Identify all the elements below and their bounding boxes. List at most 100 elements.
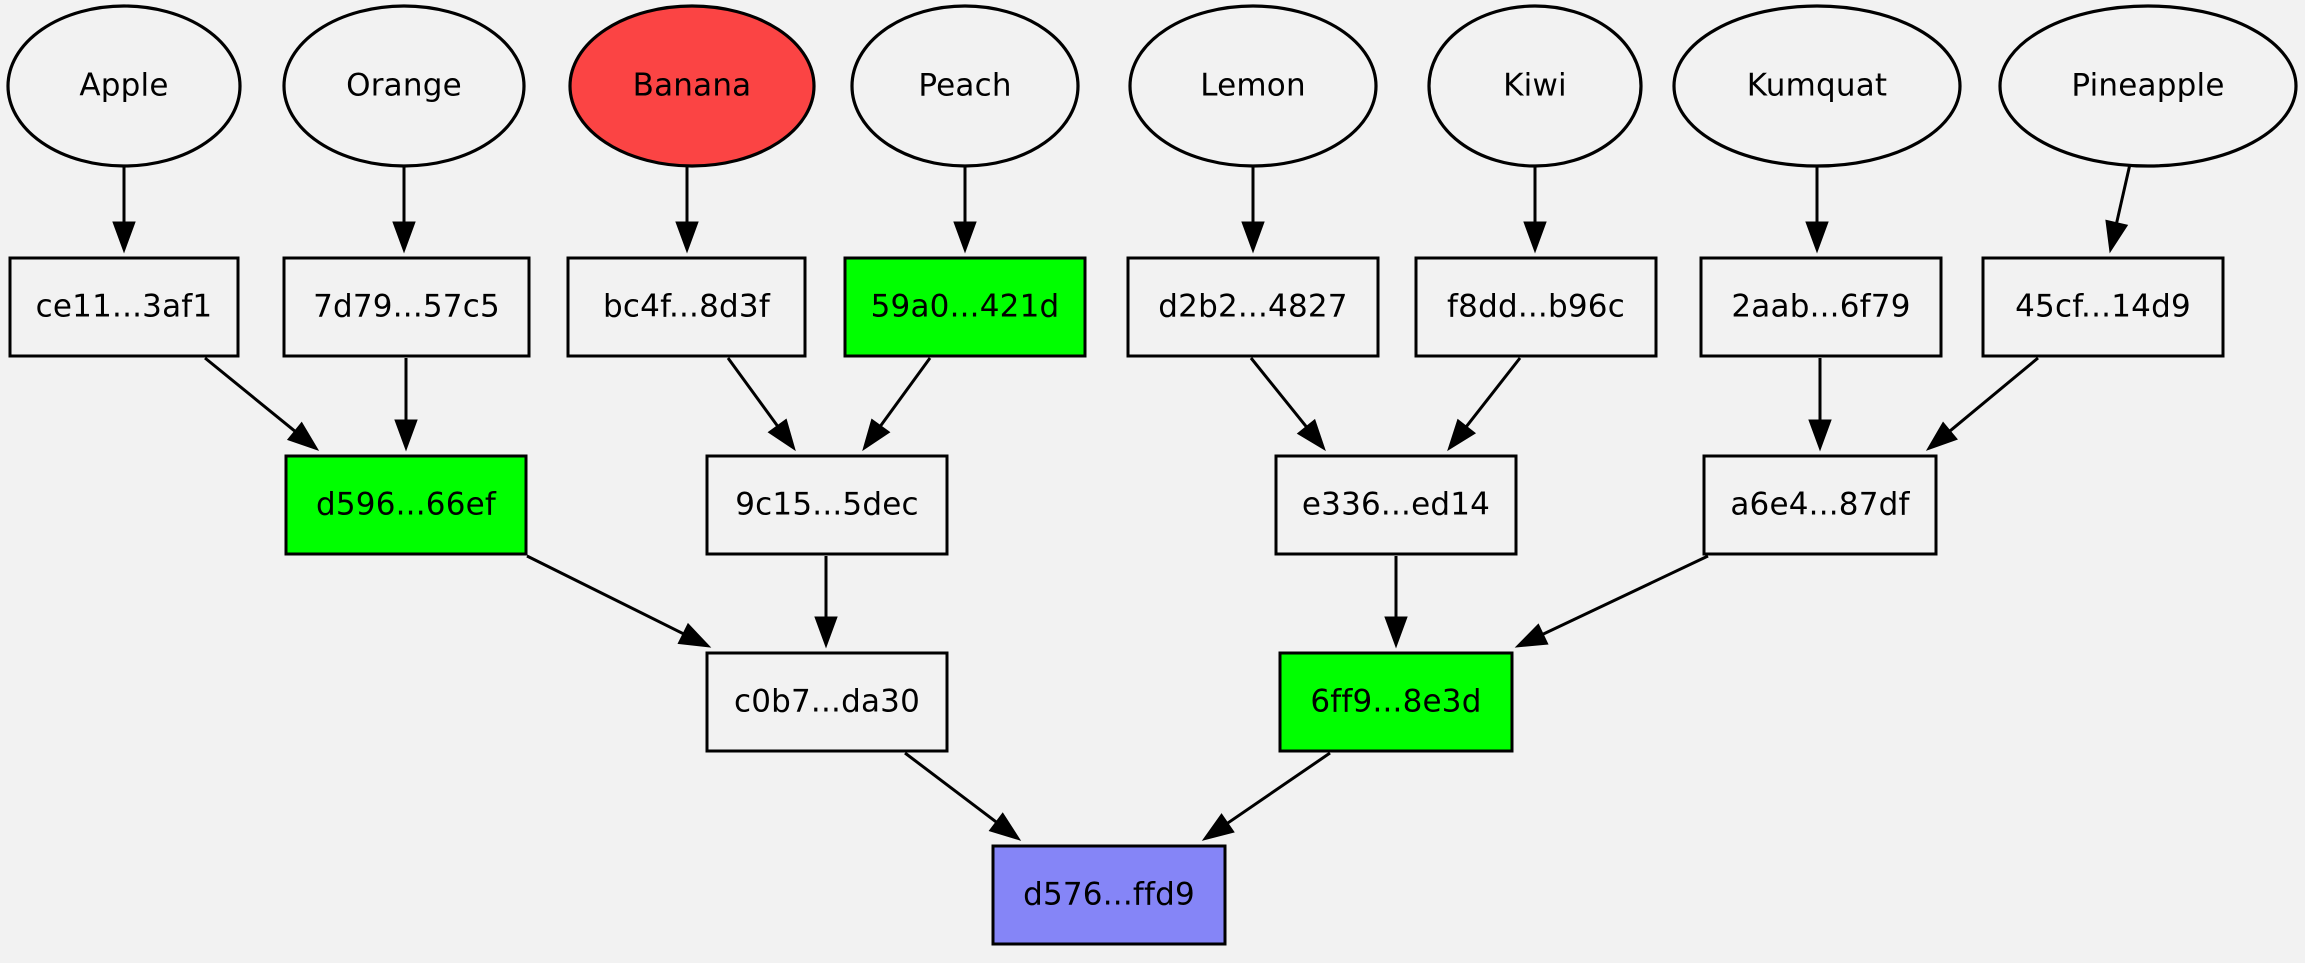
node-box-bc4f[interactable] (566, 256, 807, 358)
node-c0b7[interactable]: c0b7...da30 (705, 651, 949, 753)
node-lemon[interactable]: Lemon (1128, 4, 1378, 168)
node-kiwi[interactable]: Kiwi (1427, 4, 1643, 168)
node-box-59a0[interactable] (843, 256, 1087, 358)
node-6ff9[interactable]: 6ff9...8e3d (1278, 651, 1514, 753)
edge-kiwi-to-f8dd (1523, 167, 1547, 254)
node-orange[interactable]: Orange (282, 4, 526, 168)
node-label-d596: d596...66ef (316, 487, 497, 523)
node-box-2aab[interactable] (1699, 256, 1943, 358)
node-box-f8dd[interactable] (1414, 256, 1658, 358)
edge-bc4f-to-9c15 (726, 357, 796, 452)
edge-arrowhead (1523, 221, 1547, 254)
node-label-kiwi: Kiwi (1503, 68, 1567, 104)
edge-orange-to-7d79 (392, 167, 416, 254)
node-ellipse-lemon[interactable] (1128, 4, 1378, 168)
edge-9c15-to-c0b7 (814, 556, 838, 649)
edge-arrowhead (767, 418, 796, 452)
node-a6e4[interactable]: a6e4...87df (1702, 454, 1938, 556)
node-ellipse-apple[interactable] (6, 4, 242, 168)
node-box-7d79[interactable] (282, 256, 531, 358)
node-45cf[interactable]: 45cf...14d9 (1981, 256, 2225, 358)
node-label-pineapple: Pineapple (2071, 68, 2224, 104)
edge-6ff9-to-d576 (1201, 751, 1331, 841)
edge-line (1223, 751, 1331, 827)
node-ellipse-peach[interactable] (850, 4, 1080, 168)
node-box-ce11[interactable] (8, 256, 240, 358)
node-label-banana: Banana (633, 68, 752, 104)
node-d2b2[interactable]: d2b2...4827 (1126, 256, 1380, 358)
node-ellipse-pineapple[interactable] (1998, 4, 2298, 168)
node-label-7d79: 7d79...57c5 (313, 289, 500, 325)
node-box-d576[interactable] (991, 844, 1227, 946)
edge-arrowhead (112, 221, 136, 254)
node-box-9c15[interactable] (705, 454, 949, 556)
node-label-e336: e336...ed14 (1302, 487, 1490, 523)
node-apple[interactable]: Apple (6, 4, 242, 168)
edge-arrowhead (392, 221, 416, 254)
node-label-peach: Peach (918, 68, 1011, 104)
edge-line (726, 357, 781, 430)
edge-arrowhead (1805, 221, 1829, 254)
node-label-orange: Orange (346, 68, 462, 104)
node-box-a6e4[interactable] (1702, 454, 1938, 556)
edge-59a0-to-9c15 (862, 357, 932, 452)
node-box-45cf[interactable] (1981, 256, 2225, 358)
node-bc4f[interactable]: bc4f...8d3f (566, 256, 807, 358)
edge-arrowhead (1925, 421, 1958, 451)
node-box-d2b2[interactable] (1126, 256, 1380, 358)
edge-7d79-to-d596 (394, 358, 418, 452)
nodes-layer: Apple Orange Banana Peach Lemon Kiwi Kumquat Pi… (6, 4, 2298, 946)
node-label-6ff9: 6ff9...8e3d (1310, 684, 1481, 720)
edge-line (1538, 554, 1709, 638)
node-box-d596[interactable] (284, 454, 528, 556)
edge-arrowhead (814, 616, 838, 649)
edge-f8dd-to-e336 (1447, 357, 1522, 452)
node-peach[interactable]: Peach (850, 4, 1080, 168)
node-box-e336[interactable] (1274, 454, 1518, 556)
node-e336[interactable]: e336...ed14 (1274, 454, 1518, 556)
node-ellipse-kiwi[interactable] (1427, 4, 1643, 168)
node-d576[interactable]: d576...ffd9 (991, 844, 1227, 946)
edge-banana-to-bc4f (675, 167, 699, 254)
edge-peach-to-59a0 (953, 167, 977, 254)
edge-line (877, 357, 932, 430)
edge-arrowhead (988, 812, 1022, 841)
node-7d79[interactable]: 7d79...57c5 (282, 256, 531, 358)
node-59a0[interactable]: 59a0...421d (843, 256, 1087, 358)
edge-arrowhead (1241, 221, 1265, 254)
node-ellipse-orange[interactable] (282, 4, 526, 168)
edge-arrowhead (1384, 616, 1408, 649)
node-f8dd[interactable]: f8dd...b96c (1414, 256, 1658, 358)
node-9c15[interactable]: 9c15...5dec (705, 454, 949, 556)
edge-line (526, 554, 688, 637)
edge-c0b7-to-d576 (904, 751, 1022, 841)
edge-arrowhead (1514, 623, 1549, 648)
edge-kumquat-to-2aab (1805, 167, 1829, 254)
node-label-f8dd: f8dd...b96c (1447, 289, 1625, 325)
edge-apple-to-ce11 (112, 167, 136, 254)
node-ce11[interactable]: ce11...3af1 (8, 256, 240, 358)
node-2aab[interactable]: 2aab...6f79 (1699, 256, 1943, 358)
node-box-c0b7[interactable] (705, 651, 949, 753)
node-label-59a0: 59a0...421d (871, 289, 1060, 325)
node-label-c0b7: c0b7...da30 (734, 684, 920, 720)
node-kumquat[interactable]: Kumquat (1672, 4, 1962, 168)
node-label-lemon: Lemon (1200, 68, 1306, 104)
node-pineapple[interactable]: Pineapple (1998, 4, 2298, 168)
edge-45cf-to-a6e4 (1925, 356, 2039, 451)
node-ellipse-banana[interactable] (568, 4, 816, 168)
edge-arrowhead (1447, 418, 1477, 452)
edge-line (1249, 357, 1310, 431)
edge-a6e4-to-6ff9 (1514, 554, 1709, 648)
node-d596[interactable]: d596...66ef (284, 454, 528, 556)
node-banana[interactable]: Banana (568, 4, 816, 168)
node-ellipse-kumquat[interactable] (1672, 4, 1962, 168)
node-label-bc4f: bc4f...8d3f (603, 289, 771, 325)
edge-arrowhead (286, 421, 320, 451)
edge-arrowhead (394, 419, 418, 452)
node-box-6ff9[interactable] (1278, 651, 1514, 753)
edge-arrowhead (2105, 219, 2129, 254)
edge-d596-to-c0b7 (526, 554, 712, 648)
